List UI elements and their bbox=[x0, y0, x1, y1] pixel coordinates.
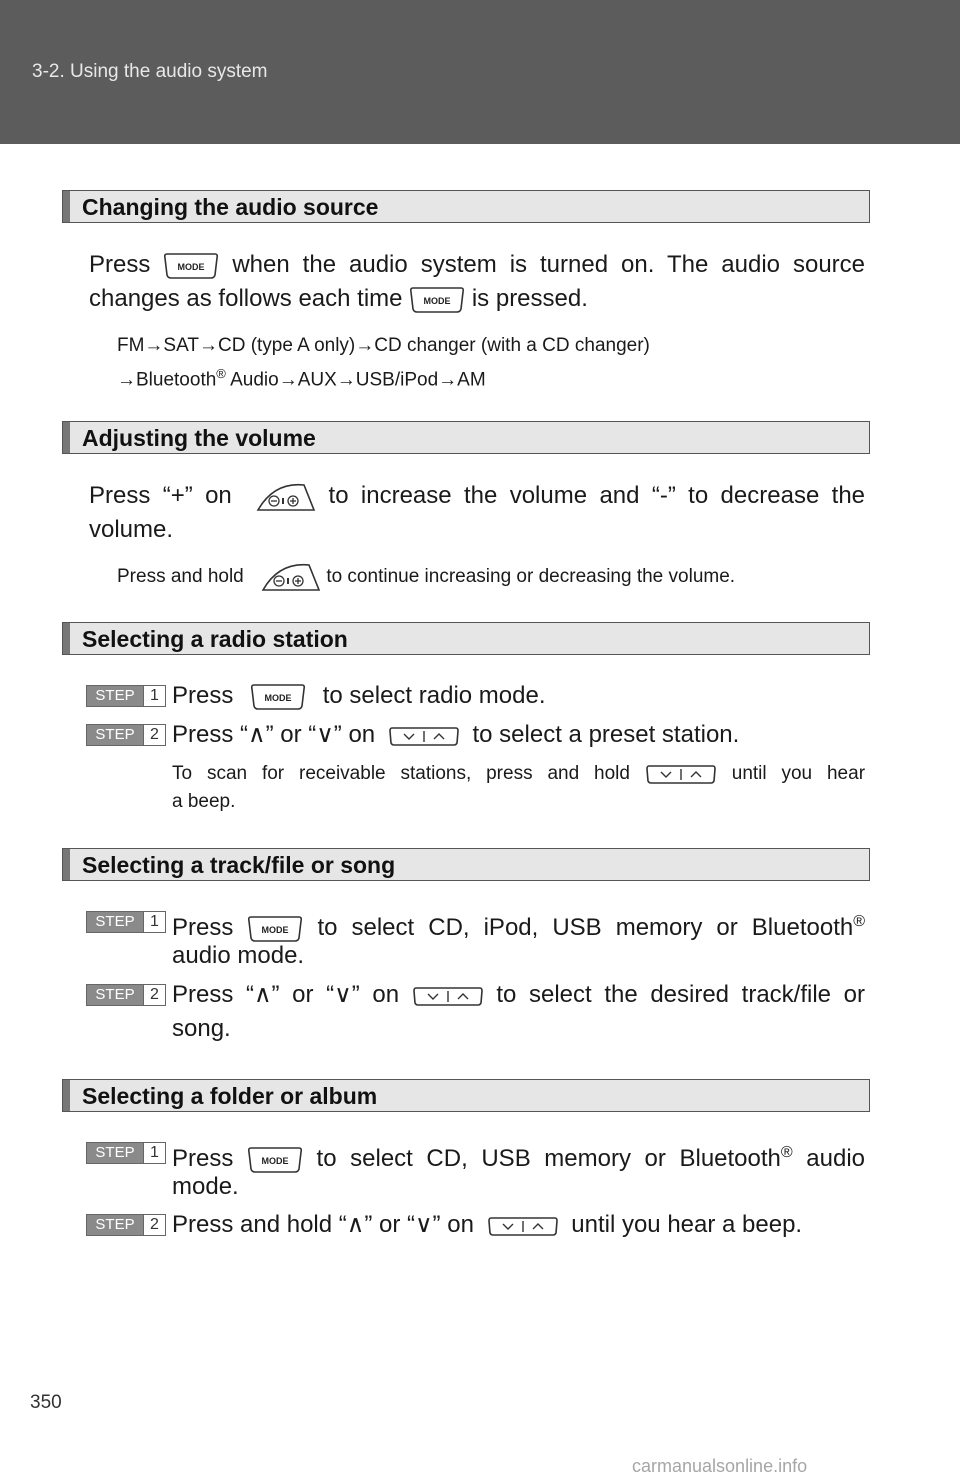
section-title: Adjusting the volume bbox=[82, 425, 316, 451]
source-sequence: FM→SAT→CD (type A only)→CD changer (with… bbox=[117, 335, 650, 356]
section-title: Selecting a radio station bbox=[82, 626, 348, 652]
paragraph: volume. bbox=[89, 516, 174, 543]
section-title: Changing the audio source bbox=[82, 194, 379, 220]
step-text: song. bbox=[172, 1015, 231, 1042]
step-text: Press to select CD, iPod, USB memory or … bbox=[172, 913, 866, 941]
mode-button-icon bbox=[409, 286, 465, 314]
note: Press and hold to continue increasing or… bbox=[117, 562, 735, 592]
note: To scan for receivable stations, press a… bbox=[172, 763, 866, 785]
step-text: audio mode. bbox=[172, 942, 305, 969]
section-heading-audio-source: Changing the audio source bbox=[62, 190, 870, 223]
volume-button-icon bbox=[244, 482, 316, 512]
step-text: Press and hold “∧” or “∨” on until you h… bbox=[172, 1211, 803, 1238]
section-heading-radio: Selecting a radio station bbox=[62, 622, 870, 655]
section-title: Selecting a folder or album bbox=[82, 1083, 378, 1109]
volume-button-icon bbox=[249, 562, 321, 592]
step-text: Press “∧” or “∨” on to select the desire… bbox=[172, 981, 866, 1008]
seek-button-icon bbox=[487, 1215, 559, 1237]
seek-button-icon bbox=[388, 725, 460, 747]
section-heading-volume: Adjusting the volume bbox=[62, 421, 870, 454]
note: a beep. bbox=[172, 791, 236, 812]
footer-watermark: carmanualsonline.info bbox=[632, 1456, 808, 1476]
section-title: Selecting a track/file or song bbox=[82, 852, 396, 878]
source-sequence: →Bluetooth® Audio→AUX→USB/iPod→AM bbox=[117, 366, 486, 391]
page-header: 3-2. Using the audio system bbox=[0, 0, 960, 144]
step-text: Press to select CD, USB memory or Blueto… bbox=[172, 1144, 866, 1174]
mode-button-icon bbox=[247, 1146, 303, 1174]
step-text: Press “∧” or “∨” on to select a preset s… bbox=[172, 721, 740, 748]
paragraph: Press “+” on to increase the volume and … bbox=[89, 479, 865, 513]
seek-button-icon bbox=[412, 985, 484, 1007]
seek-button-icon bbox=[645, 763, 717, 785]
section-heading-track: Selecting a track/file or song bbox=[62, 848, 870, 881]
breadcrumb: 3-2. Using the audio system bbox=[32, 61, 268, 82]
mode-button-icon bbox=[250, 683, 306, 711]
step-text: mode. bbox=[172, 1173, 239, 1200]
page-number: 350 bbox=[30, 1392, 62, 1413]
step-text: Press to select radio mode. bbox=[172, 682, 546, 711]
mode-button-icon bbox=[163, 252, 219, 280]
section-heading-folder: Selecting a folder or album bbox=[62, 1079, 870, 1112]
paragraph: Press when the audio system is turned on… bbox=[89, 251, 866, 280]
paragraph: changes as follows each time is pressed. bbox=[89, 285, 588, 314]
